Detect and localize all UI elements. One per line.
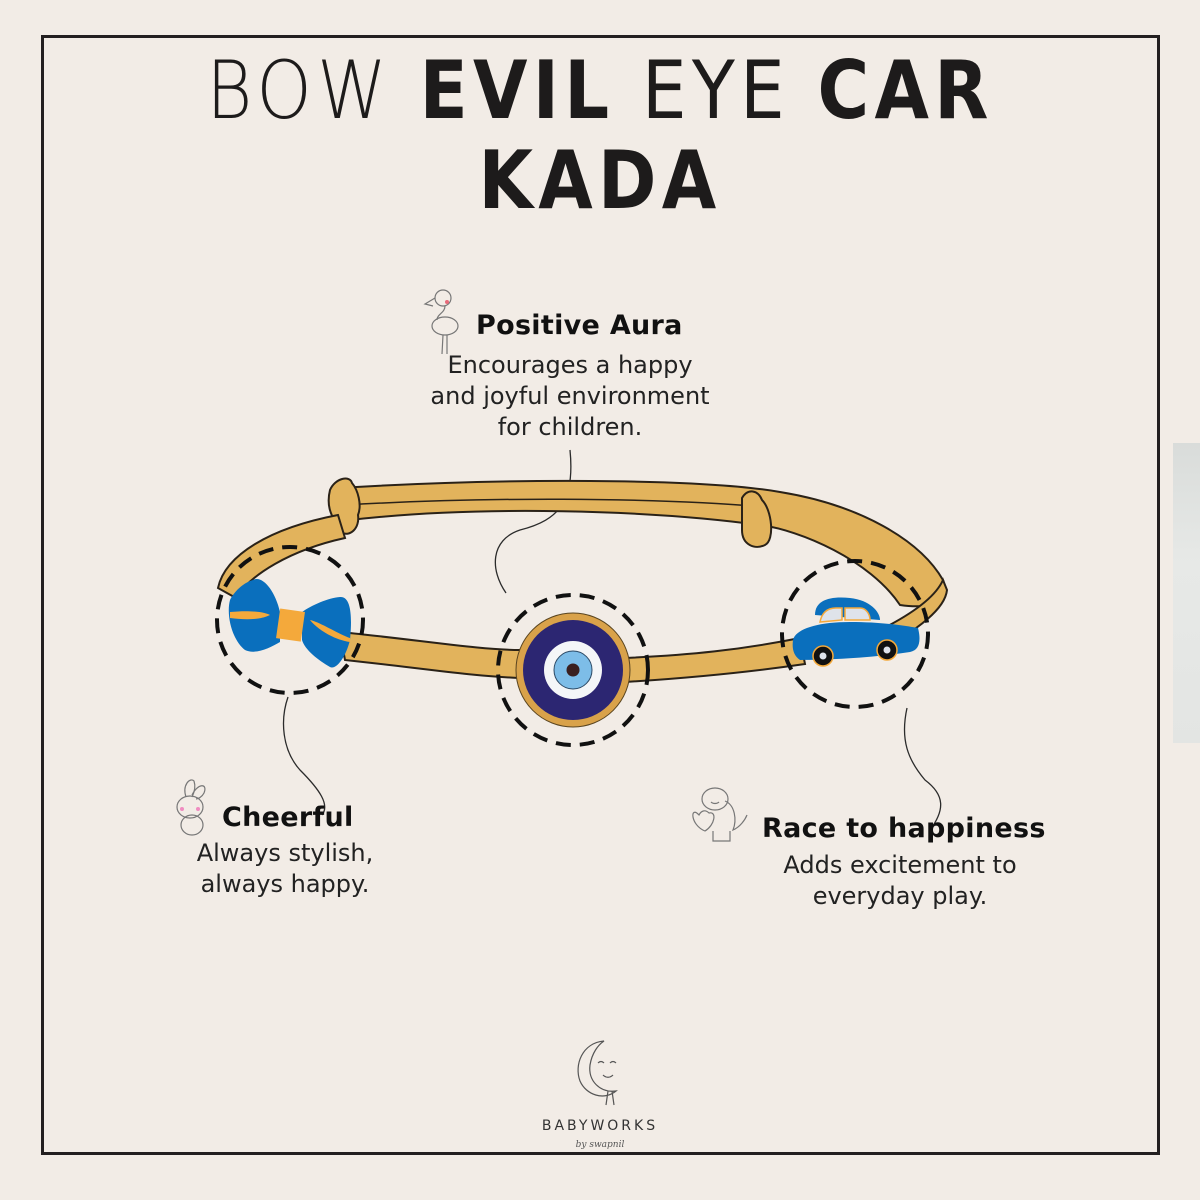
feature-description: Always stylish, always happy. [180, 838, 390, 900]
band-front [216, 513, 949, 684]
brand-name: BABYWORKS [541, 1118, 659, 1134]
description-line: for children. [497, 413, 643, 441]
title-word-eye: EYE [642, 44, 790, 137]
title-word-bow: BOW [206, 44, 392, 137]
description-line: and joyful environment [430, 382, 710, 410]
dinosaur-heart-icon [692, 787, 748, 842]
title-word-kada: KADA [478, 134, 722, 227]
description-line: Encourages a happy [447, 351, 693, 379]
border-frame [41, 35, 1160, 1155]
feature-description: Encourages a happy and joyful environmen… [400, 350, 740, 443]
description-line: always happy. [200, 870, 370, 898]
feature-heading: Cheerful [222, 802, 354, 833]
description-line: Always stylish, [196, 839, 374, 867]
feature-heading: Race to happiness [762, 813, 1046, 844]
description-line: everyday play. [812, 882, 988, 910]
evil-eye-charm [496, 593, 650, 747]
feature-heading: Positive Aura [476, 310, 683, 341]
title-word-evil: EVIL [419, 44, 615, 137]
bow-charm [215, 545, 365, 695]
description-line: Adds excitement to [783, 851, 1017, 879]
moon-icon [577, 1040, 618, 1106]
brand-tagline: by swapnil [575, 1140, 625, 1150]
page-title: BOW EVIL EYE CAR KADA [72, 46, 1128, 226]
flamingo-icon [423, 289, 459, 355]
band-back [338, 479, 946, 608]
band-knot-right [741, 490, 773, 548]
adjacent-image-edge [1173, 443, 1200, 743]
feature-description: Adds excitement to everyday play. [750, 850, 1050, 912]
title-word-car: CAR [817, 44, 994, 137]
bunny-icon [176, 779, 206, 836]
car-charm [780, 559, 930, 709]
